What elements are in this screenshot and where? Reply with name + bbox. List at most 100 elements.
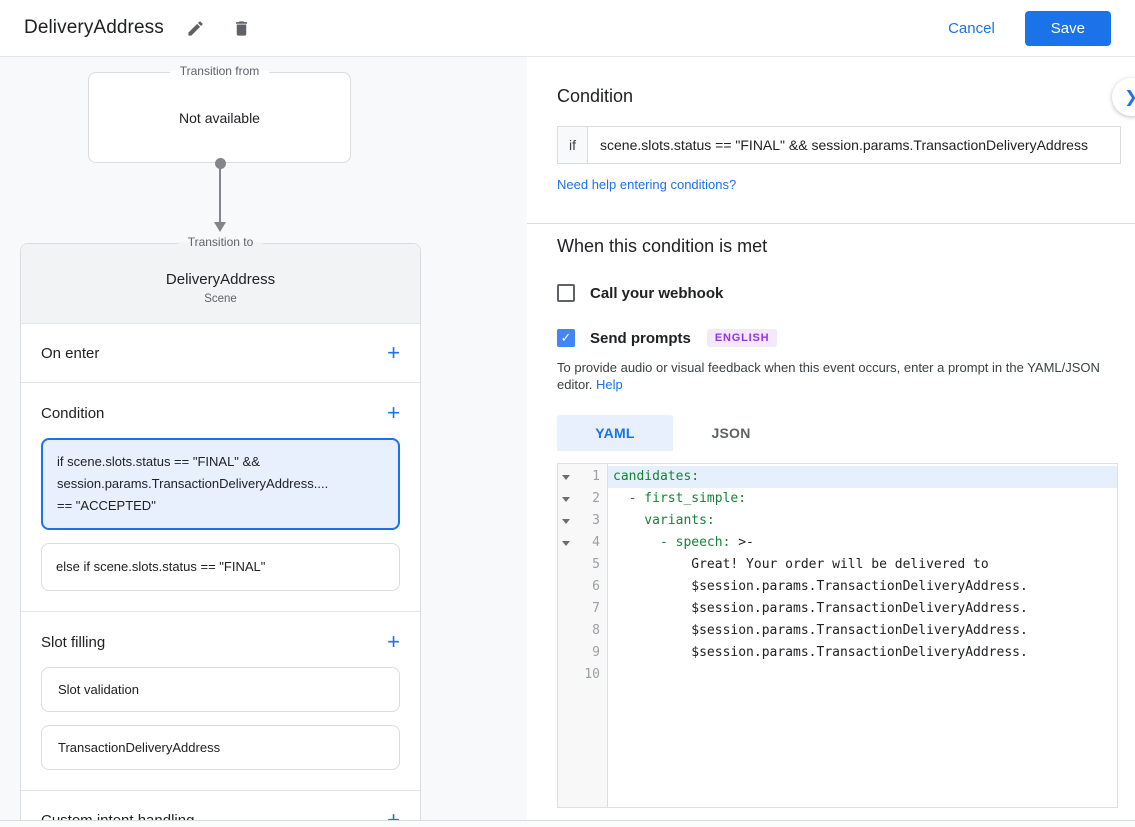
slot-filling-label: Slot filling [41, 633, 106, 651]
send-prompts-label: Send prompts [590, 329, 691, 347]
pencil-icon [186, 19, 205, 38]
condition-line: session.params.TransactionDeliveryAddres… [57, 476, 329, 491]
description-text: To provide audio or visual feedback when… [557, 360, 1100, 392]
editor-tabs: YAML JSON [557, 415, 1135, 451]
code-line: Great! Your order will be delivered to [608, 554, 1117, 576]
yaml-text: Great! Your order will be delivered to [613, 557, 989, 572]
divider [21, 611, 420, 612]
if-prefix-label: if [558, 127, 588, 163]
line-number: 5 [592, 557, 600, 572]
webhook-row: Call your webhook [557, 284, 1135, 302]
tab-yaml[interactable]: YAML [557, 415, 673, 451]
condition-label: Condition [41, 404, 105, 422]
tab-json[interactable]: JSON [673, 415, 789, 451]
condition-heading: Condition [557, 86, 634, 106]
condition-help-link[interactable]: Need help entering conditions? [557, 177, 737, 192]
add-on-enter-button[interactable]: + [387, 340, 400, 365]
scene-header[interactable]: DeliveryAddress Scene [21, 244, 420, 324]
yaml-text: $session.params.TransactionDeliveryAddre… [613, 601, 1028, 616]
code-line: - speech: >- [608, 532, 1117, 554]
yaml-key: - first_simple: [613, 491, 747, 506]
send-prompts-checkbox[interactable]: ✓ [557, 329, 575, 347]
delete-scene-button[interactable] [228, 14, 256, 42]
transition-to-legend: Transition to [177, 235, 264, 249]
add-slot-button[interactable]: + [387, 629, 400, 654]
yaml-code-editor[interactable]: 1 2 3 4 5 6 7 8 9 10 candidates: - first… [557, 463, 1118, 808]
code-line: $session.params.TransactionDeliveryAddre… [608, 642, 1117, 664]
scene-name: DeliveryAddress [165, 270, 276, 288]
code-line: $session.params.TransactionDeliveryAddre… [608, 598, 1117, 620]
line-number: 6 [592, 579, 600, 594]
yaml-key: variants: [613, 513, 715, 528]
condition-expression-input[interactable] [588, 127, 1120, 163]
divider [21, 790, 420, 791]
yaml-text: >- [730, 535, 754, 550]
chevron-right-icon: ❯ [1124, 87, 1135, 107]
scene-type-label: Scene [204, 292, 237, 305]
code-line: $session.params.TransactionDeliveryAddre… [608, 576, 1117, 598]
help-link[interactable]: Help [596, 377, 623, 392]
code-line: candidates: [608, 466, 1117, 488]
slot-item-delivery-address[interactable]: TransactionDeliveryAddress [41, 725, 400, 770]
webhook-checkbox[interactable] [557, 284, 575, 302]
trash-icon [232, 19, 251, 38]
save-button[interactable]: Save [1024, 10, 1111, 46]
divider [527, 223, 1135, 224]
page-bottom-edge [0, 820, 1135, 827]
cancel-button[interactable]: Cancel [948, 19, 995, 37]
collapse-panel-button[interactable]: ❯ [1112, 78, 1135, 116]
on-enter-row: On enter + [21, 324, 420, 382]
transition-to-card: Transition to DeliveryAddress Scene On e… [20, 235, 421, 827]
on-enter-label: On enter [41, 344, 100, 362]
yaml-text: $session.params.TransactionDeliveryAddre… [613, 645, 1028, 660]
editor-gutter: 1 2 3 4 5 6 7 8 9 10 [558, 464, 608, 807]
arrow-head-icon [214, 222, 226, 232]
line-number: 1 [592, 469, 600, 484]
yaml-key: - speech: [613, 535, 731, 550]
connector-dot [214, 158, 226, 169]
fold-arrow-icon[interactable] [562, 496, 570, 502]
yaml-text: $session.params.TransactionDeliveryAddre… [613, 579, 1028, 594]
condition-line: if scene.slots.status == "FINAL" && [57, 454, 260, 469]
edit-title-button[interactable] [182, 14, 210, 42]
webhook-label: Call your webhook [590, 284, 724, 302]
add-condition-button[interactable]: + [387, 400, 400, 425]
fold-arrow-icon[interactable] [562, 474, 570, 480]
yaml-text: $session.params.TransactionDeliveryAddre… [613, 623, 1028, 638]
line-number: 2 [592, 491, 600, 506]
line-number: 9 [592, 645, 600, 660]
condition-item-else[interactable]: else if scene.slots.status == "FINAL" [41, 543, 400, 591]
code-line: - first_simple: [608, 488, 1117, 510]
code-line [608, 664, 1117, 686]
line-number: 10 [584, 667, 600, 682]
connector-line [219, 168, 221, 222]
line-number: 7 [592, 601, 600, 616]
condition-section: Condition + if scene.slots.status == "FI… [21, 383, 420, 611]
line-number: 4 [592, 535, 600, 550]
page-title: DeliveryAddress [24, 17, 164, 38]
fold-arrow-icon[interactable] [562, 518, 570, 524]
yaml-key: candidates: [613, 469, 700, 484]
editor-code-area[interactable]: candidates: - first_simple: variants: - … [608, 464, 1117, 807]
flow-connector-arrow [214, 158, 226, 232]
top-bar: DeliveryAddress Cancel Save [0, 0, 1135, 57]
condition-line: == "ACCEPTED" [57, 498, 156, 513]
when-condition-heading: When this condition is met [557, 236, 768, 256]
slot-filling-section: Slot filling + Slot validation Transacti… [21, 612, 420, 790]
line-number: 8 [592, 623, 600, 638]
fold-arrow-icon[interactable] [562, 540, 570, 546]
transition-from-box[interactable]: Transition from Not available [88, 64, 351, 163]
line-number: 3 [592, 513, 600, 528]
condition-detail-panel: Condition ❯ if Need help entering condit… [527, 57, 1135, 827]
transition-from-value: Not available [179, 109, 260, 126]
slot-item-validation[interactable]: Slot validation [41, 667, 400, 712]
prompts-description: To provide audio or visual feedback when… [557, 359, 1113, 393]
code-line: $session.params.TransactionDeliveryAddre… [608, 620, 1117, 642]
code-line: variants: [608, 510, 1117, 532]
flow-diagram-panel: Transition from Not available Transition… [0, 57, 527, 827]
condition-item-selected[interactable]: if scene.slots.status == "FINAL" && sess… [41, 438, 400, 530]
transition-from-legend: Transition from [169, 64, 270, 78]
check-icon: ✓ [560, 330, 572, 345]
divider [21, 382, 420, 383]
